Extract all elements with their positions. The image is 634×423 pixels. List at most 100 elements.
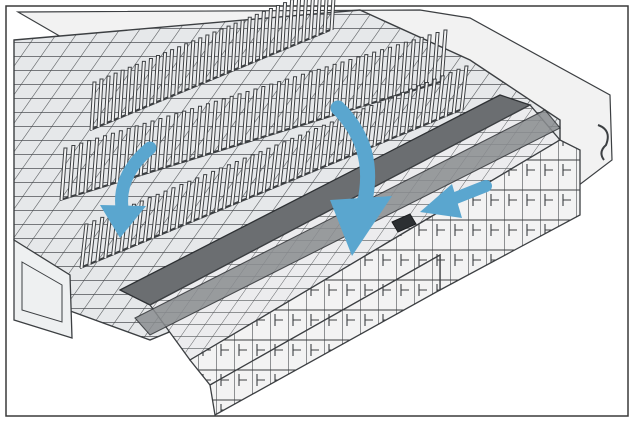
fold-tines-right-arrow — [330, 100, 392, 256]
tine — [388, 95, 398, 140]
tine — [110, 72, 118, 122]
tine — [322, 0, 329, 33]
tine — [170, 113, 179, 166]
tine — [443, 72, 453, 117]
tine — [287, 0, 295, 48]
tine — [407, 39, 416, 92]
tine — [96, 78, 104, 128]
tine — [419, 81, 429, 127]
tine — [404, 88, 414, 134]
tine — [107, 132, 116, 186]
tine — [315, 0, 322, 36]
tine — [308, 0, 315, 39]
tine — [167, 49, 175, 98]
tine — [237, 157, 247, 203]
tine — [230, 22, 238, 72]
tine — [178, 110, 187, 164]
tine — [150, 193, 160, 239]
tine — [399, 41, 408, 95]
tine — [251, 13, 259, 63]
tine — [95, 216, 105, 262]
tine — [103, 75, 111, 125]
tine — [352, 56, 361, 110]
tine — [273, 5, 281, 54]
tine — [392, 44, 401, 97]
tine — [439, 29, 448, 83]
tine — [216, 28, 224, 78]
tine — [261, 147, 271, 193]
tine — [277, 141, 287, 186]
tine — [162, 115, 171, 169]
tine — [360, 54, 369, 107]
tine — [451, 68, 461, 114]
tine — [245, 154, 255, 199]
tine — [328, 63, 337, 117]
tine — [222, 164, 232, 209]
tine — [202, 34, 210, 83]
tine — [244, 16, 252, 66]
tine — [273, 81, 282, 134]
tine — [195, 37, 203, 86]
tine — [202, 103, 211, 156]
tine — [158, 190, 168, 236]
tine — [269, 144, 279, 190]
tine — [209, 100, 218, 154]
tine — [153, 55, 161, 104]
tine — [396, 91, 406, 137]
tine — [253, 151, 263, 196]
tine — [209, 31, 217, 81]
tine — [145, 57, 154, 107]
tine — [174, 184, 184, 229]
tine — [114, 130, 123, 183]
tine — [89, 81, 97, 131]
tine — [217, 98, 226, 151]
tine — [372, 101, 382, 147]
tine — [241, 90, 250, 144]
tine — [233, 93, 242, 146]
tine — [285, 137, 295, 183]
rack-front-cells-lower — [209, 253, 441, 417]
rack-side-panel-inset — [21, 261, 63, 323]
rack-side-panel — [13, 238, 73, 339]
tine — [83, 140, 92, 193]
tine — [324, 121, 334, 167]
tine — [297, 73, 306, 127]
tine — [309, 128, 319, 173]
tine — [181, 43, 189, 92]
tine — [312, 68, 321, 122]
tine — [182, 180, 192, 226]
tine — [423, 34, 432, 87]
tine — [304, 71, 313, 124]
tine — [79, 223, 89, 269]
tine — [186, 108, 195, 161]
tine — [294, 0, 302, 45]
tine — [329, 0, 336, 31]
tine — [223, 25, 231, 75]
tine — [459, 65, 469, 111]
tine — [214, 167, 224, 213]
tine — [188, 40, 196, 89]
slide-latch-arrow — [420, 180, 492, 218]
tine — [166, 187, 176, 232]
tine — [174, 46, 182, 95]
tine — [154, 118, 163, 171]
tine — [384, 46, 393, 100]
tine — [380, 98, 390, 143]
tine — [301, 131, 311, 176]
tine — [194, 105, 203, 159]
tine — [198, 174, 208, 219]
tine — [87, 220, 97, 265]
tine — [427, 78, 437, 124]
tine-row-back — [89, 0, 336, 132]
tine — [67, 145, 76, 198]
fold-tines-left-arrow — [100, 141, 157, 238]
tine — [131, 63, 139, 113]
tine — [281, 78, 290, 132]
tine — [265, 83, 274, 137]
tine — [190, 177, 200, 222]
tine — [75, 142, 84, 196]
tine — [257, 86, 266, 139]
tine — [289, 76, 298, 129]
